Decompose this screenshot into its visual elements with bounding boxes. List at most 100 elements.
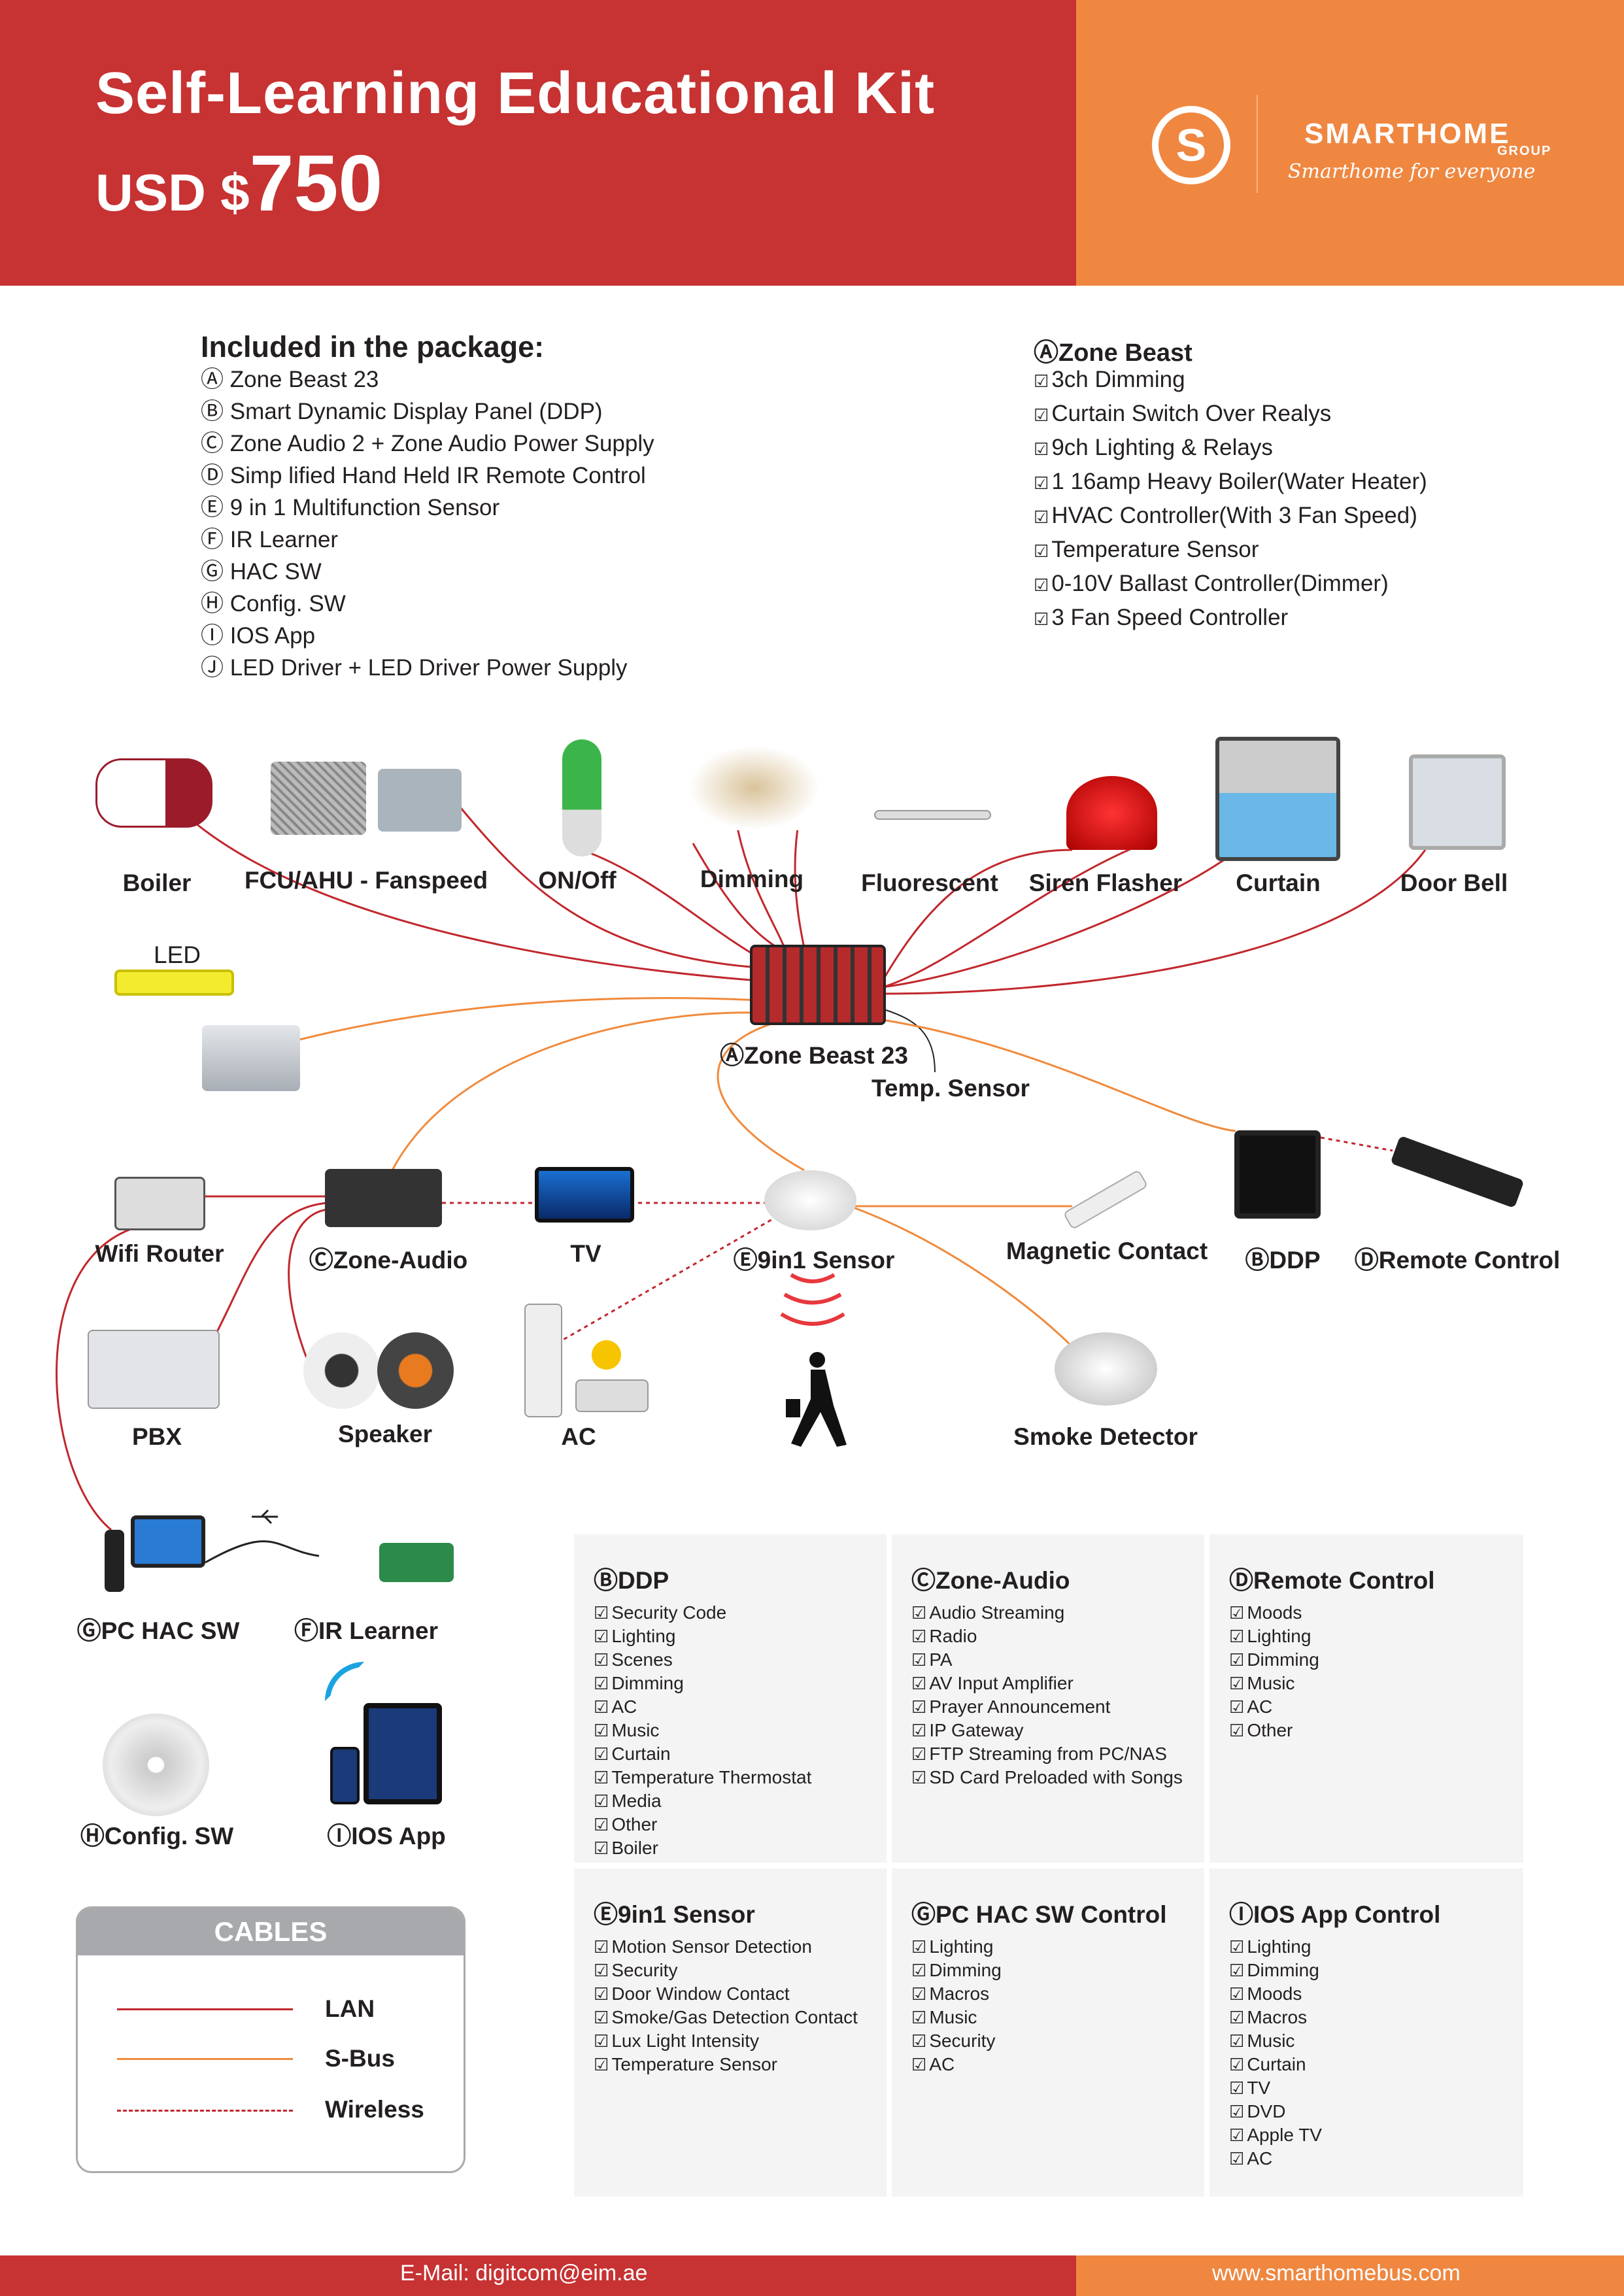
feature-item: ☑IP Gateway bbox=[911, 1719, 1204, 1742]
feature-title: ⒼPC HAC SW Control bbox=[911, 1901, 1167, 1928]
checkbox-icon: ☑ bbox=[594, 2031, 609, 2051]
label-led: LED bbox=[154, 941, 201, 968]
zone-audio-image bbox=[325, 1169, 442, 1227]
checkbox-icon: ☑ bbox=[1229, 2125, 1245, 2145]
feature-title: ⒸZone-Audio bbox=[911, 1567, 1070, 1594]
brand-tagline: Smarthome for everyone bbox=[1288, 160, 1536, 183]
feature-item: ☑Curtain bbox=[1229, 2053, 1523, 2076]
zone-beast-item-text: 3ch Dimming bbox=[1051, 367, 1185, 392]
label-boiler: Boiler bbox=[122, 869, 192, 896]
checkbox-icon: ☑ bbox=[911, 2031, 927, 2051]
checkbox-icon: ☑ bbox=[594, 1838, 609, 1858]
package-item-text: Ⓒ Zone Audio 2 + Zone Audio Power Supply bbox=[201, 431, 654, 456]
checkbox-icon: ☑ bbox=[911, 1744, 927, 1764]
feature-item-text: AC bbox=[929, 2054, 955, 2074]
checkbox-icon: ☑ bbox=[1229, 2102, 1245, 2121]
zone-beast-item: ☑Curtain Switch Over Realys bbox=[1034, 397, 1427, 431]
sbus-lines bbox=[299, 997, 1236, 1348]
feature-item-text: Security bbox=[611, 1960, 678, 1980]
label-ddp: ⒷDDP bbox=[1245, 1247, 1321, 1274]
checkbox-icon: ☑ bbox=[1034, 439, 1049, 459]
label-speaker: Speaker bbox=[338, 1421, 432, 1447]
feature-item: ☑Moods bbox=[1229, 1601, 1523, 1625]
doorbell-image bbox=[1409, 754, 1506, 850]
zone-beast-item: ☑Temperature Sensor bbox=[1034, 533, 1427, 567]
zone-beast-item-text: 0-10V Ballast Controller(Dimmer) bbox=[1051, 571, 1389, 596]
label-smoke-detector: Smoke Detector bbox=[1013, 1423, 1198, 1450]
feature-item: ☑Media bbox=[594, 1789, 887, 1813]
footer-left bbox=[0, 2255, 1076, 2296]
fcu-image bbox=[271, 762, 366, 835]
siren-image bbox=[1066, 776, 1157, 850]
feature-item-text: Dimming bbox=[611, 1673, 684, 1693]
footer-website[interactable]: www.smarthomebus.com bbox=[1212, 2261, 1461, 2286]
feature-box-pc-hac-sw: ⒼPC HAC SW Control☑Lighting☑Dimming☑Macr… bbox=[892, 1868, 1204, 2197]
brand-name: SMARTHOME bbox=[1304, 118, 1511, 150]
feature-item: ☑Security bbox=[911, 2029, 1204, 2053]
tv-image bbox=[535, 1167, 634, 1223]
zone-beast-item: ☑3ch Dimming bbox=[1034, 363, 1427, 397]
feature-item: ☑Lighting bbox=[911, 1935, 1204, 1959]
ipad-image bbox=[364, 1703, 442, 1804]
zone-beast-item-text: Temperature Sensor bbox=[1051, 537, 1259, 562]
feature-item: ☑Temperature Sensor bbox=[594, 2053, 887, 2076]
feature-item-text: Other bbox=[611, 1814, 658, 1834]
footer-right bbox=[1076, 2255, 1624, 2296]
checkbox-icon: ☑ bbox=[911, 1961, 927, 1980]
feature-item-text: Lighting bbox=[929, 1936, 994, 1957]
feature-title: ⒹRemote Control bbox=[1229, 1567, 1435, 1594]
feature-box-zone-audio: ⒸZone-Audio☑Audio Streaming☑Radio☑PA☑AV … bbox=[892, 1534, 1204, 1863]
feature-item-text: AC bbox=[1247, 1697, 1273, 1717]
pc-image bbox=[131, 1515, 205, 1568]
checkbox-icon: ☑ bbox=[911, 1721, 927, 1740]
header-banner bbox=[0, 0, 1076, 286]
feature-item: ☑Music bbox=[911, 2006, 1204, 2029]
feature-item: ☑Lux Light Intensity bbox=[594, 2029, 887, 2053]
package-item: Ⓘ IOS App bbox=[201, 620, 654, 652]
label-temp-sensor: Temp. Sensor bbox=[871, 1075, 1030, 1102]
feature-item-text: DVD bbox=[1247, 2101, 1286, 2121]
label-wifi-router: Wifi Router bbox=[95, 1240, 224, 1267]
feature-item-text: AV Input Amplifier bbox=[929, 1673, 1074, 1693]
checkbox-icon: ☑ bbox=[1034, 405, 1049, 425]
footer-email[interactable]: E-Mail: digitcom@eim.ae bbox=[400, 2261, 648, 2286]
feature-item: ☑Radio bbox=[911, 1625, 1204, 1648]
feature-item: ☑Dimming bbox=[1229, 1959, 1523, 1982]
ahu-image bbox=[378, 769, 462, 832]
label-fcu: FCU/AHU - Fanspeed bbox=[244, 867, 488, 894]
package-item-text: Ⓕ IR Learner bbox=[201, 527, 339, 552]
feature-item-text: IP Gateway bbox=[929, 1720, 1024, 1740]
feature-item-text: Lighting bbox=[1247, 1936, 1311, 1957]
feature-item: ☑AC bbox=[1229, 1695, 1523, 1719]
feature-item-text: Motion Sensor Detection bbox=[611, 1936, 812, 1957]
feature-item: ☑TV bbox=[1229, 2076, 1523, 2100]
feature-item: ☑Macros bbox=[911, 1982, 1204, 2006]
price: USD $750 bbox=[95, 137, 382, 229]
feature-item: ☑Boiler bbox=[594, 1836, 887, 1860]
lan-line-sample bbox=[117, 2008, 293, 2010]
zone-beast-item-text: 1 16amp Heavy Boiler(Water Heater) bbox=[1051, 469, 1427, 494]
feature-box-ios-app: ⒾIOS App Control☑Lighting☑Dimming☑Moods☑… bbox=[1210, 1868, 1523, 2197]
feature-item-text: Smoke/Gas Detection Contact bbox=[611, 2007, 858, 2027]
zone-beast-item-text: 3 Fan Speed Controller bbox=[1051, 605, 1289, 630]
feature-item-text: Macros bbox=[1247, 2007, 1308, 2027]
cable-sbus-label: S-Bus bbox=[325, 2045, 395, 2072]
curtain-image bbox=[1215, 737, 1340, 861]
checkbox-icon: ☑ bbox=[594, 2055, 609, 2074]
feature-item-text: Music bbox=[1247, 2031, 1295, 2051]
feature-item-text: SD Card Preloaded with Songs bbox=[929, 1767, 1183, 1787]
feature-item-text: Security bbox=[929, 2031, 996, 2051]
label-tv: TV bbox=[570, 1240, 601, 1267]
zone-beast-heading: ⒶZone Beast bbox=[1034, 339, 1193, 367]
feature-item-text: Music bbox=[611, 1720, 660, 1740]
checkbox-icon: ☑ bbox=[911, 1627, 927, 1646]
wifi-router-image bbox=[114, 1177, 205, 1230]
feature-box-remote-control: ⒹRemote Control☑Moods☑Lighting☑Dimming☑M… bbox=[1210, 1534, 1523, 1863]
brand-sub: GROUP bbox=[1497, 144, 1552, 158]
feature-box-ddp: ⒷDDP☑Security Code☑Lighting☑Scenes☑Dimmi… bbox=[574, 1534, 887, 1863]
feature-item: ☑Music bbox=[594, 1719, 887, 1742]
ddp-image bbox=[1234, 1130, 1321, 1219]
checkbox-icon: ☑ bbox=[911, 1674, 927, 1693]
feature-item: ☑Smoke/Gas Detection Contact bbox=[594, 2006, 887, 2029]
